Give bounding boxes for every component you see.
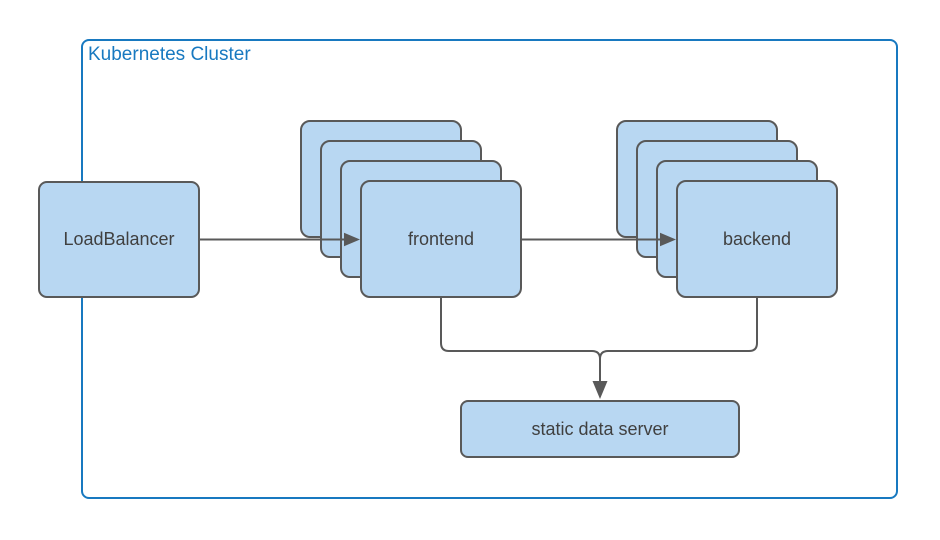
node-static-data-server-label: static data server: [531, 418, 669, 439]
node-backend-label: backend: [722, 228, 792, 249]
node-load-balancer: LoadBalancer: [38, 181, 200, 298]
cluster-title: Kubernetes Cluster: [88, 44, 251, 65]
node-frontend: frontend: [360, 180, 522, 298]
node-static-data-server: static data server: [460, 400, 740, 458]
node-load-balancer-label: LoadBalancer: [63, 229, 175, 249]
node-frontend-label: frontend: [407, 228, 475, 249]
node-backend: backend: [676, 180, 838, 298]
